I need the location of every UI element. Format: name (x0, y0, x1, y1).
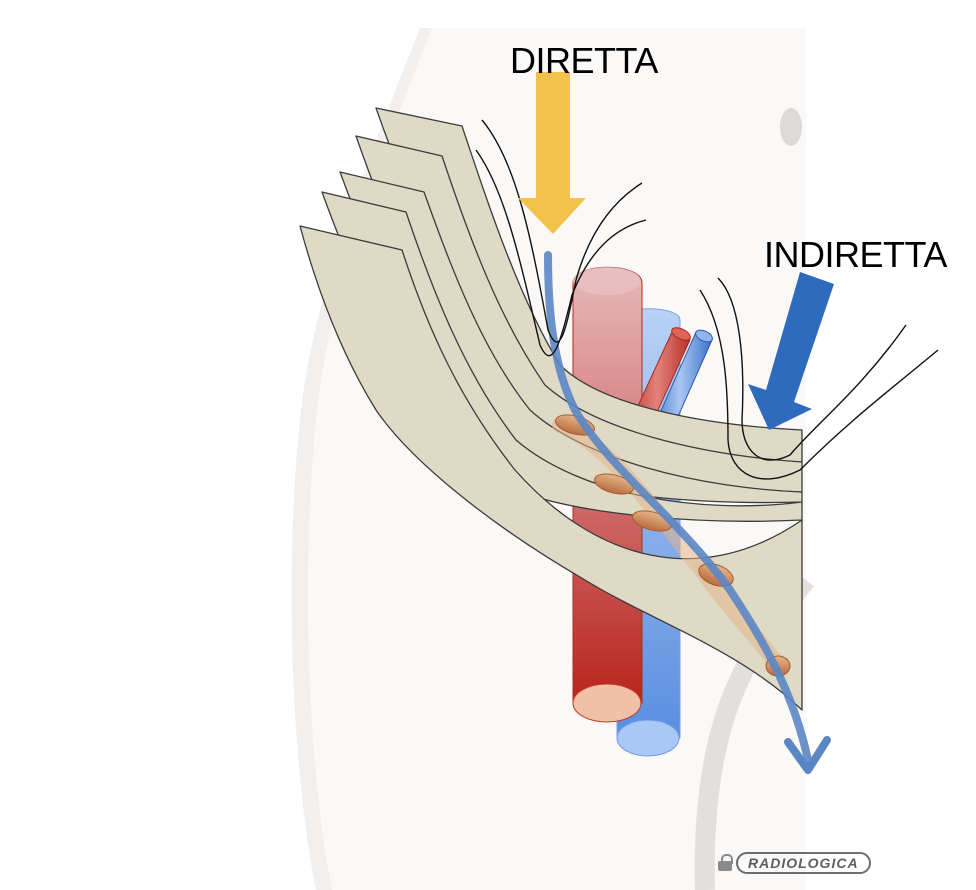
indirect-arrow-shape (748, 272, 834, 430)
femoral-artery-end (572, 683, 642, 723)
direct-arrow-head (518, 198, 586, 234)
indirect-arrow (748, 272, 834, 430)
femoral-vein-end (616, 719, 680, 757)
hernia-path-head (784, 736, 831, 774)
watermark: RADIOLOGICA (718, 852, 871, 874)
umbilicus (780, 108, 802, 146)
direct-arrow-shaft (536, 72, 570, 202)
fascia-lines (475, 119, 939, 480)
lock-icon (718, 854, 733, 872)
femoral-artery-top (573, 267, 641, 295)
layer-5 (299, 225, 803, 711)
watermark-brand: RADIOLOGICA (736, 852, 871, 874)
direct-arrow (518, 72, 586, 234)
cord-ring-2 (594, 473, 634, 495)
indirect-hernia-label: INDIRETTA (764, 234, 947, 275)
direct-hernia-label: DIRETTA (510, 40, 658, 81)
